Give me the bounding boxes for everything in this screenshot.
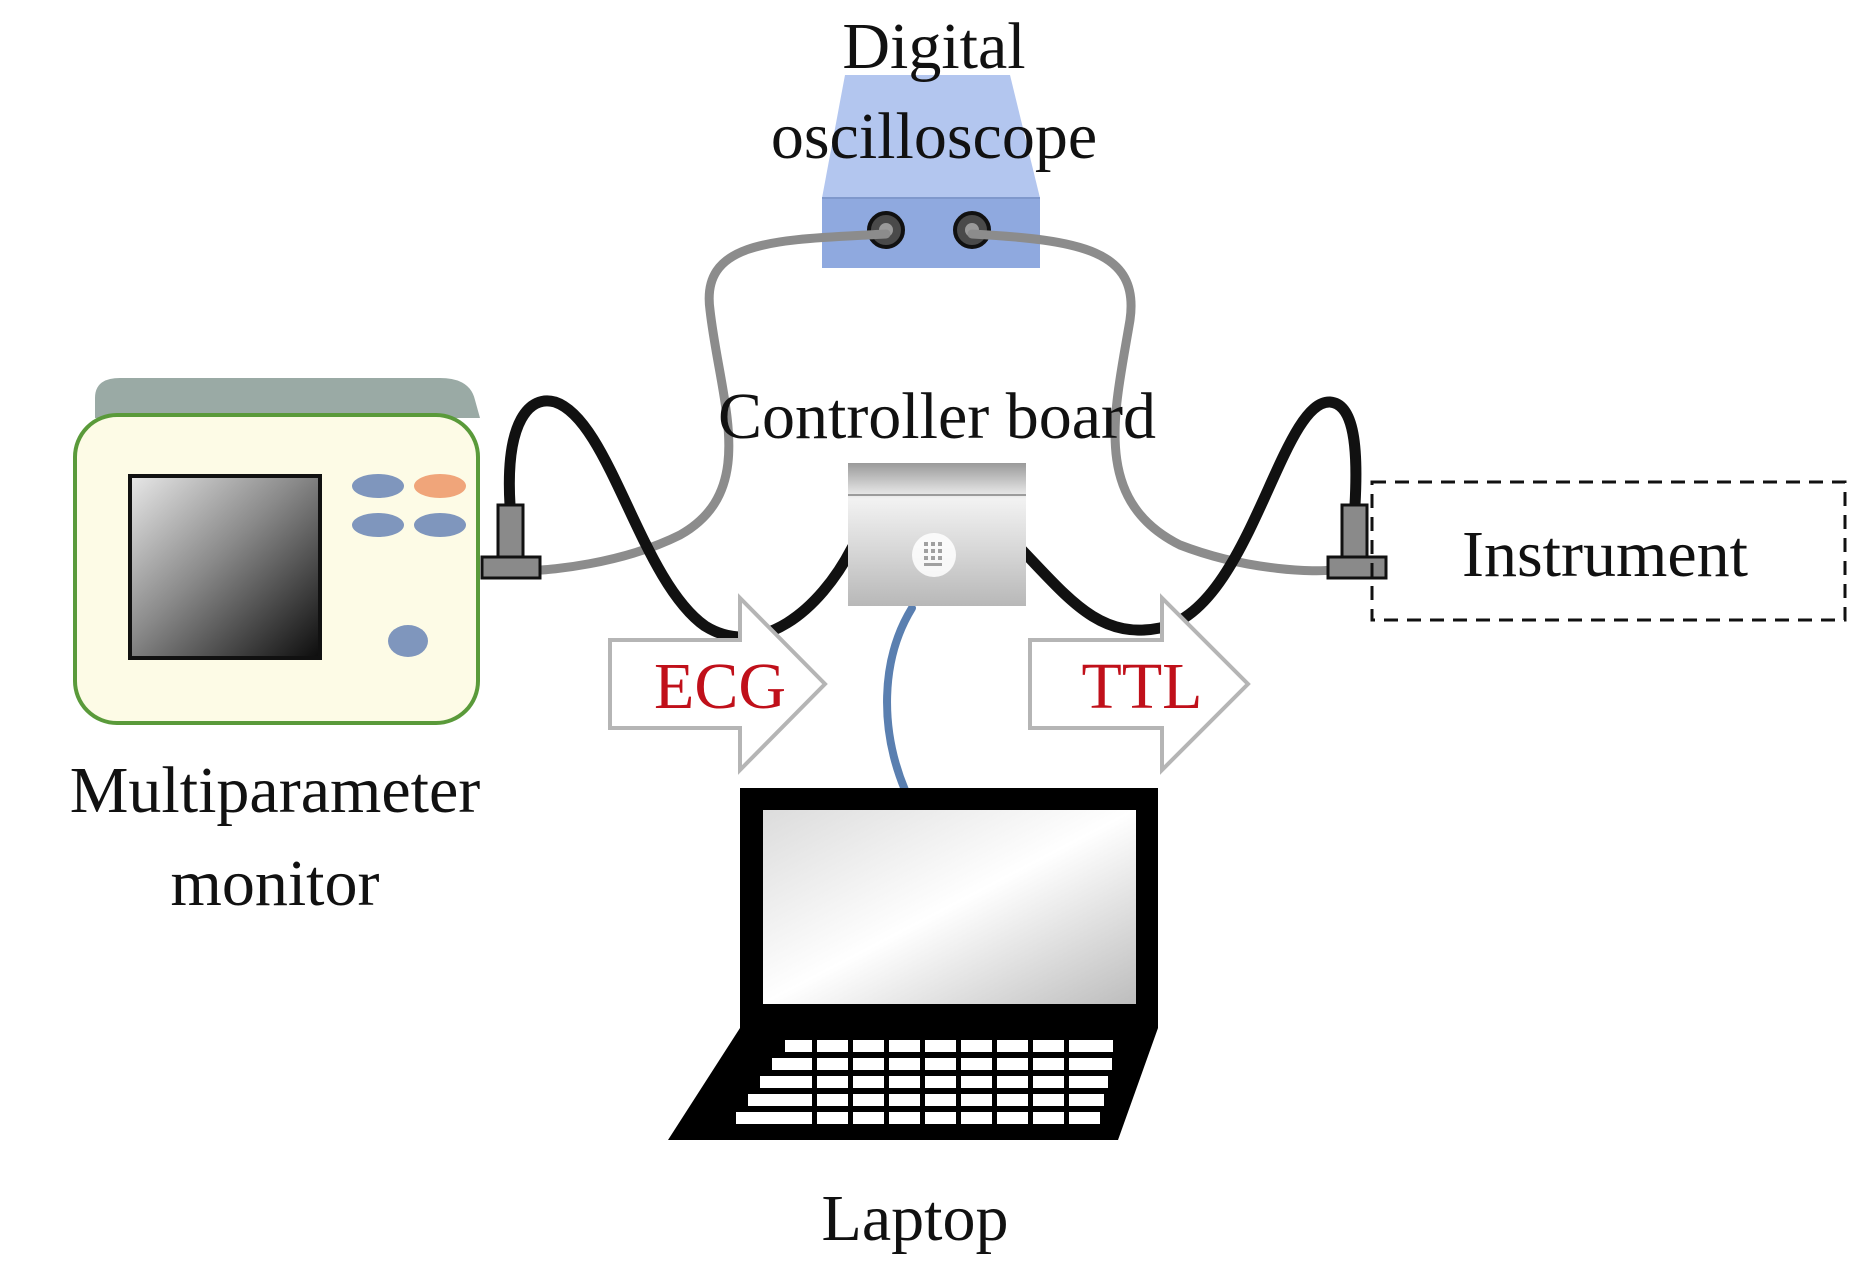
probe-cable-right	[967, 229, 1335, 576]
controller-board-logo	[912, 533, 956, 577]
laptop-screen	[763, 810, 1136, 1004]
oscilloscope-label-line1: Digital	[842, 10, 1025, 83]
connector-icon	[1326, 503, 1388, 580]
probe-cable-left	[535, 229, 891, 575]
instrument-box	[1370, 480, 1847, 622]
monitor-knob	[388, 625, 428, 657]
laptop-label: Laptop	[822, 1182, 1009, 1255]
ttl-arrow: TTL	[1028, 593, 1251, 775]
monitor-label-line1: Multiparameter	[70, 754, 481, 827]
controller-board-icon	[848, 463, 1026, 606]
oscilloscope-label-line2: oscilloscope	[771, 100, 1097, 173]
signal-cables	[503, 395, 1362, 643]
monitor-button	[352, 513, 404, 537]
laptop-icon	[668, 788, 1158, 1140]
usb-cable	[883, 604, 916, 794]
arrow-right-icon	[1028, 593, 1251, 775]
monitor-button	[414, 474, 466, 498]
ecg-cable	[503, 395, 858, 643]
arrow-right-icon	[608, 593, 828, 775]
monitor-screen	[128, 474, 322, 660]
instrument-label: Instrument	[1462, 518, 1748, 591]
controller-board-label: Controller board	[718, 380, 1156, 453]
multiparameter-monitor-icon	[73, 378, 480, 725]
ttl-cable	[1014, 396, 1362, 636]
monitor-button	[414, 513, 466, 537]
oscilloscope-top	[822, 75, 1040, 198]
connector-icon	[480, 503, 542, 580]
monitor-button	[352, 474, 404, 498]
ecg-label: ECG	[654, 650, 786, 723]
laptop-key-gaps	[812, 1038, 1069, 1128]
probe-cables	[535, 229, 1335, 576]
monitor-label-line2: monitor	[171, 847, 380, 920]
ttl-label: TTL	[1082, 650, 1203, 723]
ecg-arrow: ECG	[608, 593, 828, 775]
